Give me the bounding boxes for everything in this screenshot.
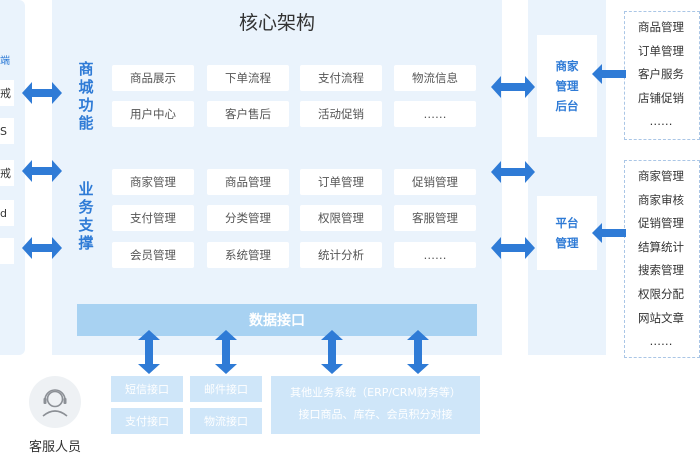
arrow-left-merchant xyxy=(592,64,626,84)
left-fragment-3: 戒 xyxy=(0,160,14,186)
platform-feature-item: 商家管理 xyxy=(638,169,684,183)
platform-feature-item: 促销管理 xyxy=(638,216,684,231)
mall-function-label: 商城功能 xyxy=(78,60,94,132)
support-item: 商品管理 xyxy=(207,169,289,195)
payment-interface-box: 支付接口 xyxy=(111,408,183,434)
support-item: 支付管理 xyxy=(112,205,194,231)
mall-item: 支付流程 xyxy=(300,65,382,91)
merchant-feature-list: 商品管理 订单管理 客户服务 店铺促销 …… xyxy=(624,11,700,140)
double-arrow-right xyxy=(491,237,535,259)
mall-item: 商品展示 xyxy=(112,65,194,91)
mall-item: 活动促销 xyxy=(300,101,382,127)
customer-service-avatar xyxy=(29,376,81,428)
logistics-interface-box: 物流接口 xyxy=(190,408,262,434)
support-item: …… xyxy=(394,242,476,268)
left-fragment-1: 戒 xyxy=(0,80,14,106)
platform-admin-box: 平台管理 xyxy=(537,196,597,270)
other-systems-line: 接口商品、库存、会员积分对接 xyxy=(298,408,453,421)
merchant-feature-item: 订单管理 xyxy=(638,43,684,58)
platform-feature-item: …… xyxy=(649,334,673,349)
support-item: 权限管理 xyxy=(300,205,382,231)
headset-person-icon xyxy=(42,389,68,417)
support-item: 订单管理 xyxy=(300,169,382,195)
support-item: 系统管理 xyxy=(207,242,289,268)
double-arrow-right xyxy=(491,161,535,183)
platform-feature-item: 商家审核 xyxy=(638,192,684,207)
double-arrow-vertical xyxy=(321,330,343,374)
left-fragment-top: 端 xyxy=(0,56,10,67)
mall-item: 物流信息 xyxy=(394,65,476,91)
email-interface-box: 邮件接口 xyxy=(190,376,262,402)
sms-interface-box: 短信接口 xyxy=(111,376,183,402)
double-arrow-vertical xyxy=(407,330,429,374)
double-arrow-left xyxy=(22,237,62,259)
mall-item: 客户售后 xyxy=(207,101,289,127)
left-fragment-4: d xyxy=(0,200,14,226)
support-item: 商家管理 xyxy=(112,169,194,195)
left-fragment-5 xyxy=(0,238,14,264)
business-support-label: 业务支撑 xyxy=(78,180,94,252)
merchant-feature-item: 客户服务 xyxy=(638,67,684,82)
support-item: 客服管理 xyxy=(394,205,476,231)
double-arrow-left xyxy=(22,82,62,104)
mall-item: 下单流程 xyxy=(207,65,289,91)
platform-feature-item: 结算统计 xyxy=(638,239,684,254)
platform-feature-item: 网站文章 xyxy=(638,310,684,325)
other-business-systems-box: 其他业务系统（ERP/CRM财务等） 接口商品、库存、会员积分对接 xyxy=(271,376,480,434)
customer-service-label: 客服人员 xyxy=(28,440,81,455)
core-title: 核心架构 xyxy=(238,12,315,34)
platform-feature-list: 商家管理 商家审核 促销管理 结算统计 搜索管理 权限分配 网站文章 …… xyxy=(624,160,700,358)
platform-feature-item: 搜索管理 xyxy=(638,263,684,278)
mall-item: …… xyxy=(394,101,476,127)
support-item: 统计分析 xyxy=(300,242,382,268)
data-interface-bar: 数据接口 xyxy=(77,304,477,336)
double-arrow-vertical xyxy=(138,330,160,374)
support-item: 分类管理 xyxy=(207,205,289,231)
merchant-backend-box: 商家管理后台 xyxy=(537,35,597,137)
support-item: 会员管理 xyxy=(112,242,194,268)
double-arrow-vertical xyxy=(215,330,237,374)
merchant-feature-item: 店铺促销 xyxy=(638,90,684,105)
merchant-feature-item: …… xyxy=(649,114,673,129)
merchant-feature-item: 商品管理 xyxy=(638,20,684,34)
double-arrow-left xyxy=(22,160,62,182)
platform-feature-item: 权限分配 xyxy=(638,286,684,301)
arrow-left-platform xyxy=(592,223,626,243)
double-arrow-right xyxy=(491,76,535,98)
other-systems-line: 其他业务系统（ERP/CRM财务等） xyxy=(290,386,461,399)
left-fragment-2: S xyxy=(0,118,14,144)
mall-item: 用户中心 xyxy=(112,101,194,127)
support-item: 促销管理 xyxy=(394,169,476,195)
